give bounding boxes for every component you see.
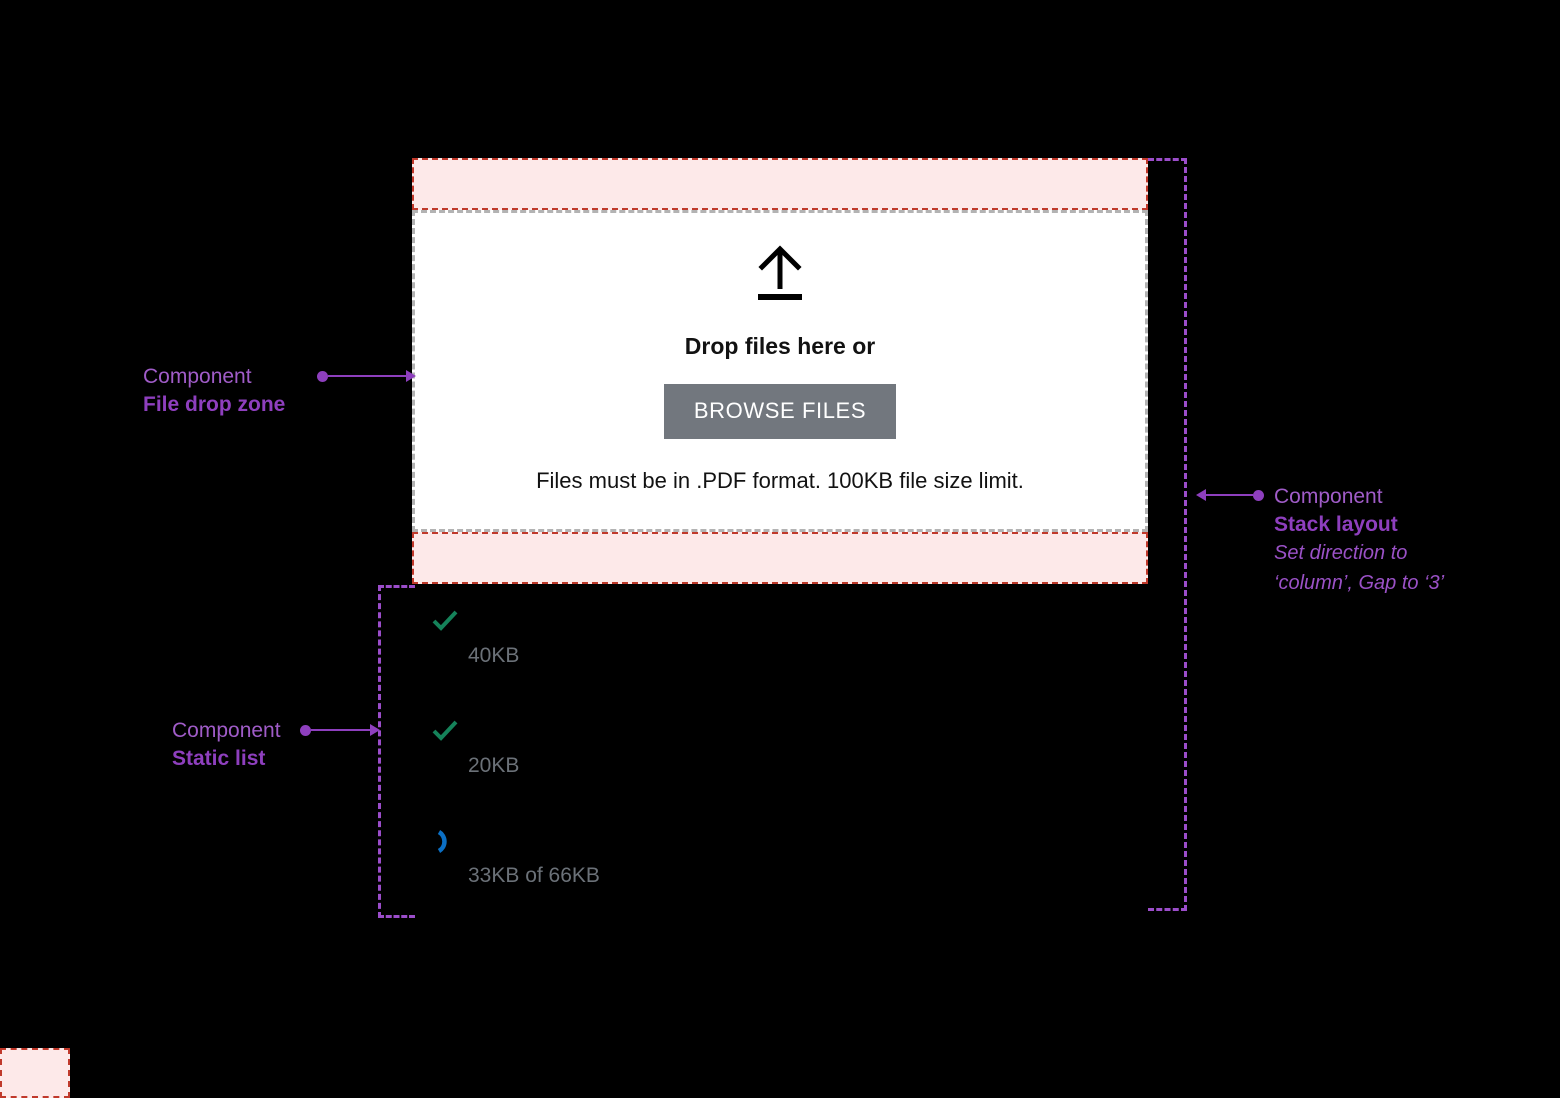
drop-zone-hint: Files must be in .PDF format. 100KB file… (536, 468, 1024, 493)
annotation-connector-file-drop-zone (317, 369, 416, 383)
annotation-name-label: Stack layout (1274, 512, 1398, 536)
static-list: 40KB 20KB 33KB of 66KB (412, 600, 1152, 930)
list-item-size: 33KB of 66KB (468, 864, 600, 887)
list-item[interactable]: 40KB (412, 600, 1152, 710)
check-icon (430, 716, 460, 746)
connector-arrowhead-icon (370, 724, 380, 736)
check-icon (430, 606, 460, 636)
annotation-name-label: File drop zone (143, 392, 286, 416)
connector-arrowhead-icon (1196, 489, 1206, 501)
list-item-size: 40KB (468, 644, 520, 667)
annotation-note-line-1: Set direction to (1274, 542, 1408, 565)
browse-files-button[interactable]: BROWSE FILES (663, 384, 897, 439)
file-drop-zone[interactable]: Drop files here or BROWSE FILES Files mu… (412, 210, 1148, 532)
list-item-size: 20KB (468, 754, 520, 777)
annotation-kind-label: Component (1274, 485, 1383, 508)
annotation-static-list: Component Static list (172, 717, 281, 772)
list-item[interactable]: 20KB (412, 710, 1152, 820)
annotation-stack-layout: Component Stack layout Set direction to … (1274, 483, 1444, 598)
bracket-static-list (378, 585, 415, 918)
gap-legend-swatch (0, 1048, 70, 1098)
connector-line (328, 375, 406, 377)
annotation-kind-label: Component (172, 719, 281, 742)
drop-zone-title: Drop files here or (684, 333, 876, 359)
annotation-note-line-2: ‘column’, Gap to ‘3’ (1274, 572, 1445, 595)
connector-dot (317, 370, 328, 382)
stack-gap-band-top (412, 158, 1148, 210)
connector-line (1206, 494, 1253, 496)
annotation-name-label: Static list (172, 746, 266, 770)
bracket-stack-layout (1148, 158, 1187, 911)
spinner-icon (430, 826, 460, 856)
connector-arrowhead-icon (406, 370, 416, 382)
connector-line (311, 729, 370, 731)
stack-gap-band-bottom (412, 532, 1148, 584)
stack-layout-container: Drop files here or BROWSE FILES Files mu… (412, 158, 1148, 584)
annotation-kind-label: Component (143, 365, 252, 388)
annotation-connector-static-list (300, 723, 380, 737)
list-item[interactable]: 33KB of 66KB (412, 820, 1152, 930)
upload-arrow-icon (748, 245, 812, 307)
annotation-file-drop-zone: Component File drop zone (143, 363, 285, 418)
connector-dot (300, 724, 311, 736)
connector-dot (1253, 489, 1264, 501)
annotation-connector-stack-layout (1196, 488, 1264, 502)
